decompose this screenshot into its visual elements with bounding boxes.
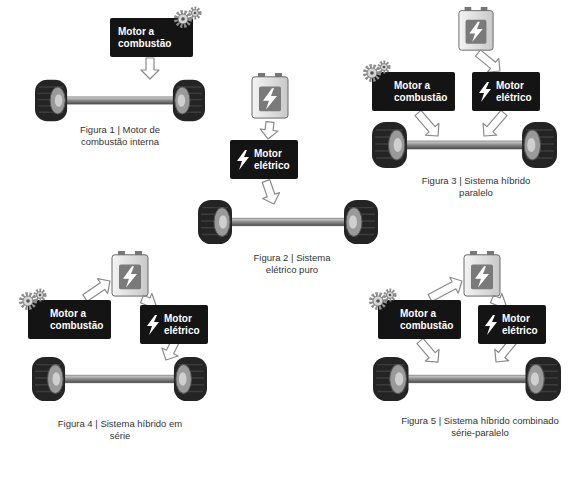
combustion-engine-box: Motor a combustão: [378, 300, 461, 339]
flow-arrow: [413, 335, 445, 368]
wheel-axle: [372, 122, 557, 168]
battery: [459, 7, 493, 50]
flow-arrow: [257, 178, 282, 207]
motor-label: Motor a combustão: [394, 80, 447, 103]
motor-label: Motor elétrico: [254, 148, 290, 171]
combustion-engine-box: Motor a combustão: [110, 18, 193, 57]
electric-motor-box: Motor elétrico: [230, 140, 298, 179]
gear-icon: [362, 60, 392, 84]
electric-motor-box: Motor elétrico: [140, 305, 208, 344]
figure-caption: Figura 4 | Sistema híbrido em série: [58, 418, 183, 442]
gear-icon: [368, 288, 398, 312]
wheel-axle: [373, 357, 561, 401]
battery: [464, 251, 500, 296]
gear-icon: [173, 6, 203, 30]
motor-label: Motor a combustão: [400, 308, 453, 331]
wheel-axle: [35, 80, 205, 121]
wheel-axle: [32, 80, 561, 401]
combustion-engine-box: Motor a combustão: [28, 300, 111, 339]
figure-caption: Figura 1 | Motor de combustão interna: [58, 124, 183, 148]
lightning-icon: [236, 150, 250, 170]
motor-label: Motor elétrico: [496, 80, 532, 103]
lightning-icon: [146, 315, 160, 335]
combustion-engine-box: Motor a combustão: [372, 72, 455, 111]
flow-arrow: [411, 107, 445, 142]
lightning-icon: [484, 315, 498, 335]
electric-motor-box: Motor elétrico: [478, 305, 546, 344]
battery: [112, 251, 148, 296]
figure-caption: Figura 3 | Sistema híbrido paralelo: [416, 175, 536, 199]
motor-label: Motor elétrico: [502, 313, 538, 336]
wheel-axle: [198, 200, 378, 244]
flow-arrow: [259, 121, 279, 140]
lightning-icon: [478, 82, 492, 102]
flow-arrows: [80, 46, 521, 368]
battery: [252, 73, 288, 118]
motor-label: Motor a combustão: [50, 308, 103, 331]
flow-arrow: [477, 107, 511, 142]
gear-icon: [18, 288, 48, 312]
figure-caption: Figura 2 | Sistema elétrico puro: [237, 252, 347, 276]
motor-label: Motor a combustão: [118, 26, 171, 49]
electric-motor-box: Motor elétrico: [472, 72, 540, 111]
wheel-axle: [32, 357, 207, 401]
flow-arrow: [141, 58, 159, 79]
figure-caption: Figura 5 | Sistema híbrido combinado sér…: [400, 415, 560, 439]
motor-label: Motor elétrico: [164, 313, 200, 336]
